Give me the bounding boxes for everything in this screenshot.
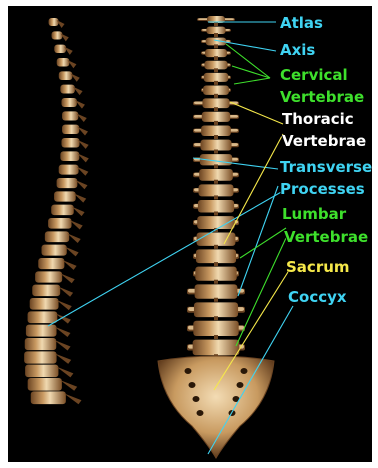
side-vertebra	[31, 391, 82, 404]
front-vertebra	[193, 125, 239, 139]
front-vertebra	[187, 302, 245, 320]
side-vertebra	[32, 285, 73, 297]
side-view-spine	[24, 18, 89, 404]
side-vertebra	[60, 85, 82, 96]
side-vertebra	[26, 325, 71, 337]
front-view-spine	[158, 16, 274, 458]
label-thoracic: Thoracic	[282, 110, 354, 128]
sacrum-bone	[158, 356, 274, 458]
side-vertebra	[54, 45, 72, 55]
side-vertebra	[49, 18, 65, 28]
front-vertebra	[193, 184, 239, 199]
side-vertebra	[62, 111, 87, 122]
front-vertebra	[193, 249, 239, 266]
side-vertebra	[61, 98, 84, 109]
front-vertebra	[193, 112, 239, 125]
cervical-line-2	[232, 66, 270, 78]
front-vertebra	[193, 267, 239, 284]
side-vertebra	[61, 138, 88, 149]
front-vertebra	[193, 200, 239, 215]
front-vertebra	[193, 169, 239, 184]
side-vertebra	[57, 178, 88, 189]
side-vertebra	[25, 365, 73, 378]
front-vertebra	[197, 16, 235, 26]
front-vertebra	[187, 284, 245, 301]
label-thoracic-vertebrae: Vertebrae	[282, 132, 366, 150]
label-sacrum: Sacrum	[286, 258, 350, 276]
cervical-line-3	[234, 78, 270, 84]
side-vertebra	[59, 71, 80, 81]
side-vertebra	[30, 298, 72, 310]
label-cervical-vertebrae: Vertebrae	[280, 88, 364, 106]
side-vertebra	[28, 311, 71, 323]
front-vertebra	[193, 98, 239, 111]
front-vertebra	[201, 27, 231, 37]
front-vertebra	[201, 38, 231, 49]
label-lumbar-vertebrae: Vertebrae	[284, 228, 368, 246]
front-vertebra	[201, 49, 231, 60]
side-vertebra	[60, 151, 88, 162]
side-vertebra	[38, 258, 76, 270]
spine-diagram: Atlas Axis Cervical Vertebrae Thoracic V…	[8, 6, 372, 462]
front-vertebra	[193, 233, 239, 249]
side-vertebra	[24, 351, 71, 364]
side-vertebra	[51, 205, 84, 216]
label-atlas: Atlas	[280, 14, 323, 32]
label-coccyx: Coccyx	[288, 288, 347, 306]
transverse-line-mid	[238, 186, 278, 296]
front-vertebra	[193, 140, 239, 154]
label-processes: Processes	[280, 180, 365, 198]
label-transverse: Transverse	[280, 158, 372, 176]
side-vertebra	[57, 58, 77, 68]
side-vertebra	[62, 125, 88, 136]
side-vertebra	[48, 218, 83, 230]
front-vertebra	[201, 61, 231, 73]
side-vertebra	[28, 378, 78, 391]
label-axis: Axis	[280, 41, 315, 59]
front-vertebra	[187, 321, 245, 339]
thoracic-line-1	[230, 102, 283, 124]
transverse-line-side	[48, 191, 283, 326]
label-cervical: Cervical	[280, 66, 348, 84]
side-vertebra	[42, 245, 79, 257]
front-vertebra	[201, 85, 231, 97]
side-vertebra	[35, 271, 75, 283]
side-vertebra	[54, 191, 86, 202]
side-vertebra	[52, 31, 69, 41]
side-vertebra	[45, 231, 81, 243]
side-vertebra	[25, 338, 71, 350]
label-lumbar: Lumbar	[282, 205, 346, 223]
side-vertebra	[59, 165, 89, 176]
front-vertebra	[201, 73, 231, 85]
